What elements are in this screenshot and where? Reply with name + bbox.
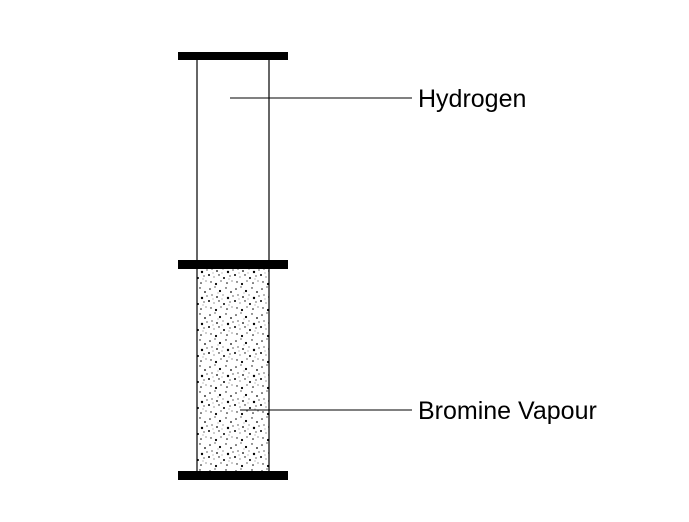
bromine-vapour-region xyxy=(196,267,270,474)
bottom-plate xyxy=(178,471,288,480)
bromine-vapour-label: Bromine Vapour xyxy=(418,397,597,425)
hydrogen-label: Hydrogen xyxy=(418,85,526,113)
middle-plate xyxy=(178,260,288,269)
top-plate xyxy=(178,52,288,60)
